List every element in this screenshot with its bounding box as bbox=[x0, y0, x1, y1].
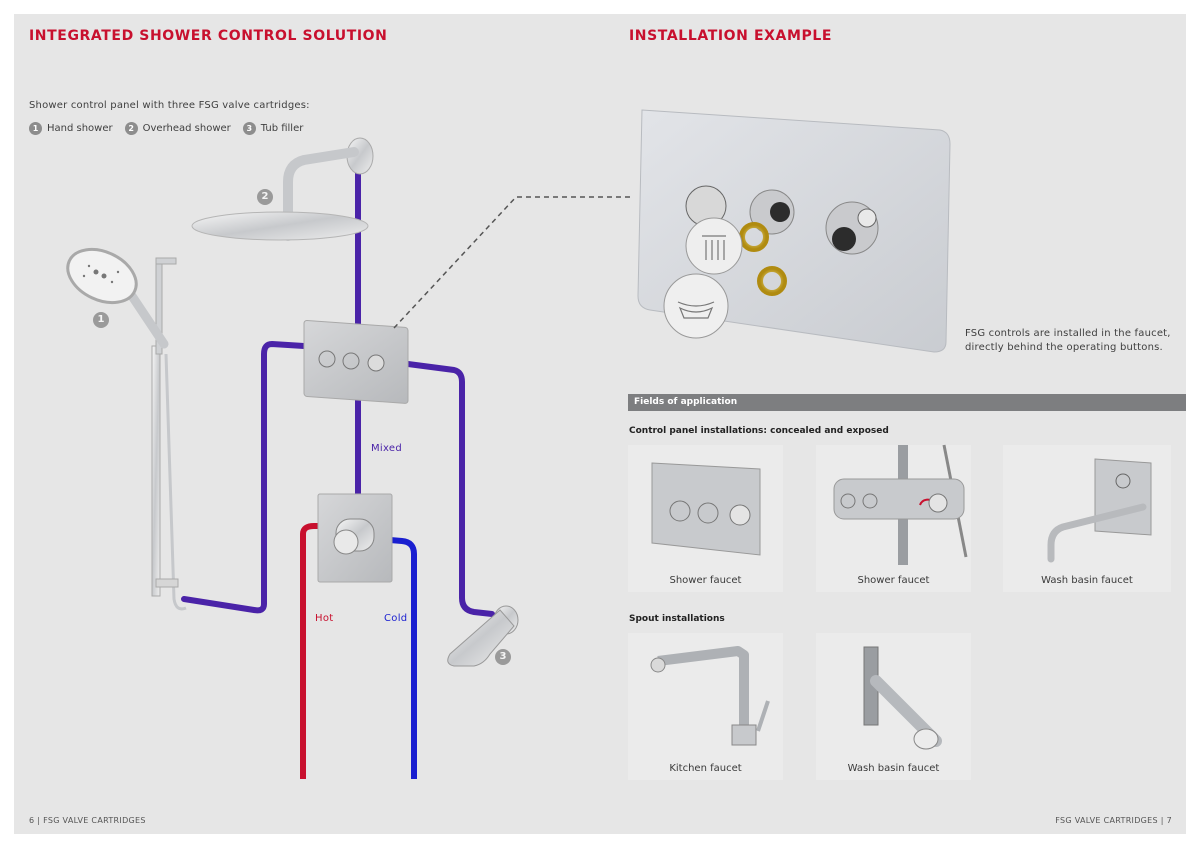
fields-of-application-bar: Fields of application bbox=[628, 394, 1186, 411]
mixed-label: Mixed bbox=[371, 443, 403, 454]
installation-example-image bbox=[637, 109, 951, 353]
card-wash-basin-faucet-wall: Wash basin faucet bbox=[1003, 445, 1171, 592]
overhead-shower-fixture bbox=[191, 137, 374, 241]
mixed-pipes bbox=[181, 161, 495, 617]
legend-label: Hand shower bbox=[47, 123, 113, 134]
cold-label: Cold bbox=[384, 613, 408, 624]
cold-pipe bbox=[389, 537, 417, 779]
shower-panel-image bbox=[651, 462, 761, 556]
callout-2: 2 bbox=[257, 189, 273, 205]
card-shower-faucet-panel: Shower faucet bbox=[628, 445, 783, 592]
legend: 1 Hand shower 2 Overhead shower 3 Tub fi… bbox=[29, 122, 303, 135]
pipe-to-hand-shower bbox=[181, 341, 307, 614]
badge-2: 2 bbox=[124, 122, 138, 135]
card-caption: Shower faucet bbox=[669, 575, 742, 586]
legend-item-hand-shower: 1 Hand shower bbox=[29, 122, 113, 135]
legend-item-tub-filler: 3 Tub filler bbox=[242, 122, 304, 135]
card-caption: Wash basin faucet bbox=[1041, 575, 1133, 586]
legend-item-overhead-shower: 2 Overhead shower bbox=[124, 122, 231, 135]
hot-pipe bbox=[300, 523, 319, 779]
hand-shower-fixture bbox=[66, 247, 187, 611]
right-page-title: INSTALLATION EXAMPLE bbox=[629, 28, 833, 44]
caption-line-2: directly behind the operating buttons. bbox=[965, 342, 1163, 353]
installation-caption: FSG controls are installed in the faucet… bbox=[965, 327, 1171, 355]
legend-label: Overhead shower bbox=[142, 123, 231, 134]
card-caption: Wash basin faucet bbox=[847, 763, 940, 774]
card-caption: Shower faucet bbox=[857, 575, 930, 586]
card-shower-faucet-exposed: Shower faucet bbox=[816, 444, 971, 592]
card-kitchen-faucet: Kitchen faucet bbox=[628, 633, 783, 780]
brochure-spread: INTEGRATED SHOWER CONTROL SOLUTION Showe… bbox=[14, 14, 1186, 834]
kitchen-faucet-image bbox=[650, 646, 770, 746]
wash-basin-spout-image bbox=[863, 646, 942, 750]
control-panel-fixture bbox=[303, 319, 409, 404]
callout-dashed-line bbox=[393, 196, 632, 329]
hot-label: Hot bbox=[315, 613, 334, 624]
badge-1: 1 bbox=[29, 122, 42, 135]
left-footer: 6 | FSG VALVE CARTRIDGES bbox=[29, 816, 146, 825]
shower-button-cap bbox=[685, 217, 743, 275]
card-caption: Kitchen faucet bbox=[669, 763, 742, 774]
card-wash-basin-faucet-spout: Wash basin faucet bbox=[816, 633, 971, 780]
callout-1: 1 bbox=[93, 312, 109, 328]
intro-text: Shower control panel with three FSG valv… bbox=[29, 100, 310, 111]
thermostat-mixer-fixture bbox=[317, 493, 393, 583]
left-page-title: INTEGRATED SHOWER CONTROL SOLUTION bbox=[29, 28, 388, 44]
right-footer: FSG VALVE CARTRIDGES | 7 bbox=[1055, 816, 1172, 825]
shower-diagram bbox=[66, 137, 632, 779]
callout-3: 3 bbox=[495, 649, 511, 665]
control-panel-heading: Control panel installations: concealed a… bbox=[629, 426, 889, 436]
wash-basin-wall-image bbox=[1047, 458, 1152, 563]
spout-installations-heading: Spout installations bbox=[629, 614, 725, 624]
caption-line-1: FSG controls are installed in the faucet… bbox=[965, 328, 1171, 339]
badge-3: 3 bbox=[242, 122, 256, 135]
pipe-to-tub-filler bbox=[405, 361, 495, 617]
shower-exposed-image bbox=[833, 444, 968, 565]
tub-filler-fixture bbox=[447, 605, 519, 667]
legend-label: Tub filler bbox=[260, 123, 304, 134]
